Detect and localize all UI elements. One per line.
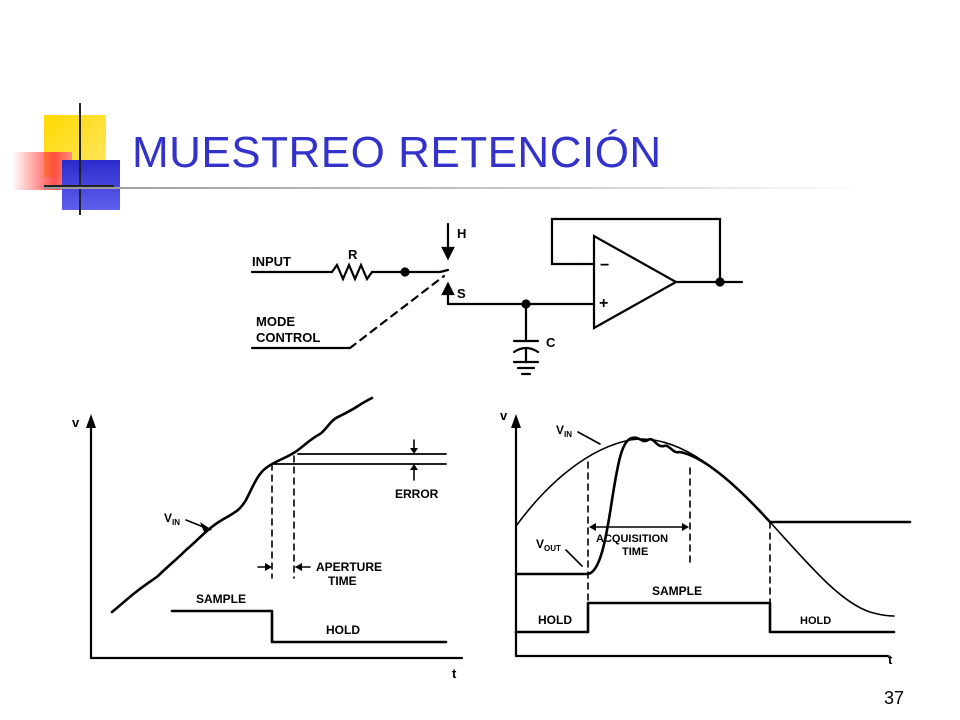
resistor-label: R <box>348 247 358 262</box>
right-control-waveform <box>514 601 896 634</box>
slide-title: MUESTREO RETENCIÓN <box>132 128 662 177</box>
left-sample-label: SAMPLE <box>196 592 246 606</box>
aperture-label-1: APERTURE <box>316 560 382 574</box>
left-y-label: v <box>72 415 80 430</box>
feedback-loop <box>550 217 722 284</box>
left-vin-curve <box>110 396 374 614</box>
mode-label-1: MODE <box>256 314 295 329</box>
sample-terminal-label: S <box>457 286 466 301</box>
right-vin-curve <box>515 438 895 617</box>
right-vout-curve <box>514 436 912 576</box>
page-number: 37 <box>883 688 904 708</box>
right-vout-label: VOUT <box>536 537 561 553</box>
right-hold-left-label: HOLD <box>538 613 572 627</box>
acquisition-label-1: ACQUISITION <box>596 533 668 545</box>
left-vin-label: VIN <box>164 511 180 527</box>
right-x-label: t <box>888 652 893 667</box>
hold-terminal-label: H <box>457 226 466 241</box>
mode-control-link <box>348 274 446 350</box>
right-vin-label: VIN <box>556 423 572 439</box>
left-hold-label: HOLD <box>326 623 360 637</box>
op-amp <box>592 234 679 330</box>
decor-line-vertical <box>79 103 81 215</box>
left-x-label: t <box>452 666 457 681</box>
decor-line-horizontal <box>44 185 114 187</box>
resistor-symbol <box>330 262 374 282</box>
acquisition-label-2: TIME <box>622 546 648 558</box>
opamp-minus: − <box>600 257 609 274</box>
mode-label-2: CONTROL <box>256 330 320 345</box>
right-hold-right-label: HOLD <box>800 615 831 627</box>
left-control-waveform <box>170 609 448 644</box>
opamp-plus: + <box>599 295 608 312</box>
right-sample-label: SAMPLE <box>652 584 702 598</box>
switch-blade <box>438 268 450 274</box>
title-rule <box>44 187 864 189</box>
capacitor-label: C <box>546 335 556 350</box>
error-label: ERROR <box>395 487 439 501</box>
right-y-label: v <box>500 408 508 423</box>
junction-dot <box>400 267 410 277</box>
input-label: INPUT <box>252 254 291 269</box>
aperture-label-2: TIME <box>328 574 357 588</box>
